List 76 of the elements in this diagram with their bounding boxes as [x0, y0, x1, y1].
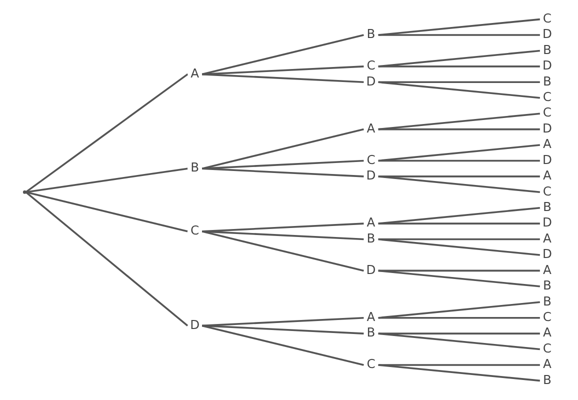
- connector: [378, 176, 540, 194]
- node-text: C: [542, 90, 552, 104]
- connector: [378, 206, 540, 224]
- node-text: B: [542, 200, 552, 214]
- node-text: A: [542, 231, 552, 246]
- connector: [378, 144, 540, 162]
- node-text: B: [366, 326, 376, 340]
- node-text: A: [542, 262, 552, 277]
- connector: [25, 74, 188, 193]
- node-text: A: [542, 168, 552, 183]
- node-text: B: [542, 294, 552, 308]
- node-text: C: [542, 184, 552, 198]
- node-text: A: [542, 357, 552, 372]
- node-text: A: [366, 310, 376, 324]
- connector: [202, 34, 364, 76]
- node-text: D: [542, 27, 552, 42]
- node-text: C: [366, 58, 376, 73]
- node-text: B: [542, 42, 552, 57]
- connector: [202, 324, 364, 366]
- node-text: B: [366, 231, 376, 246]
- connector: [378, 301, 540, 319]
- node-text: D: [366, 262, 376, 277]
- node-text: C: [366, 152, 376, 167]
- node-text: B: [542, 74, 552, 88]
- connector: [378, 364, 540, 382]
- connector: [378, 332, 540, 334]
- connector: [202, 168, 364, 178]
- connector: [378, 81, 540, 99]
- node-text: B: [190, 160, 200, 175]
- connector: [378, 332, 540, 350]
- connector: [202, 324, 364, 334]
- node-text: D: [542, 247, 552, 262]
- node-text: C: [190, 224, 200, 238]
- node-text: D: [542, 58, 552, 73]
- node-text: C: [542, 106, 552, 120]
- connector: [378, 176, 540, 178]
- connector: [378, 316, 540, 319]
- connector: [378, 34, 540, 36]
- connector: [25, 192, 188, 326]
- connector: [378, 238, 540, 256]
- connector: [202, 230, 364, 272]
- connector: [378, 222, 540, 224]
- node-text: D: [542, 216, 552, 230]
- node-text: A: [542, 326, 552, 340]
- connector: [378, 66, 540, 68]
- node-text: B: [542, 372, 552, 387]
- node-text: C: [366, 357, 376, 372]
- node-text: A: [542, 137, 552, 152]
- connector: [202, 128, 364, 170]
- connector: [202, 160, 364, 170]
- connector: [378, 18, 540, 36]
- node-point: [22, 190, 26, 194]
- connector: [378, 112, 540, 130]
- connector: [26, 191, 188, 232]
- node-text: D: [542, 152, 552, 167]
- connector: [202, 316, 364, 327]
- node-text: A: [366, 121, 376, 136]
- node-text: A: [366, 216, 376, 230]
- node-text: C: [542, 11, 552, 26]
- node-text: A: [190, 66, 200, 80]
- node-text: B: [366, 27, 376, 42]
- connector: [202, 73, 364, 84]
- connector: [378, 160, 540, 162]
- node-text: D: [190, 318, 200, 332]
- connector: [378, 50, 540, 68]
- connector: [378, 270, 540, 288]
- connector: [378, 128, 540, 130]
- node-text: D: [366, 168, 376, 183]
- node-text: B: [542, 278, 552, 293]
- node-text: D: [542, 121, 552, 136]
- node-text: C: [542, 310, 552, 324]
- node-text: D: [366, 74, 376, 88]
- connector: [378, 364, 540, 366]
- connector: [26, 168, 188, 193]
- connector: [202, 230, 364, 240]
- node-text: C: [542, 341, 552, 356]
